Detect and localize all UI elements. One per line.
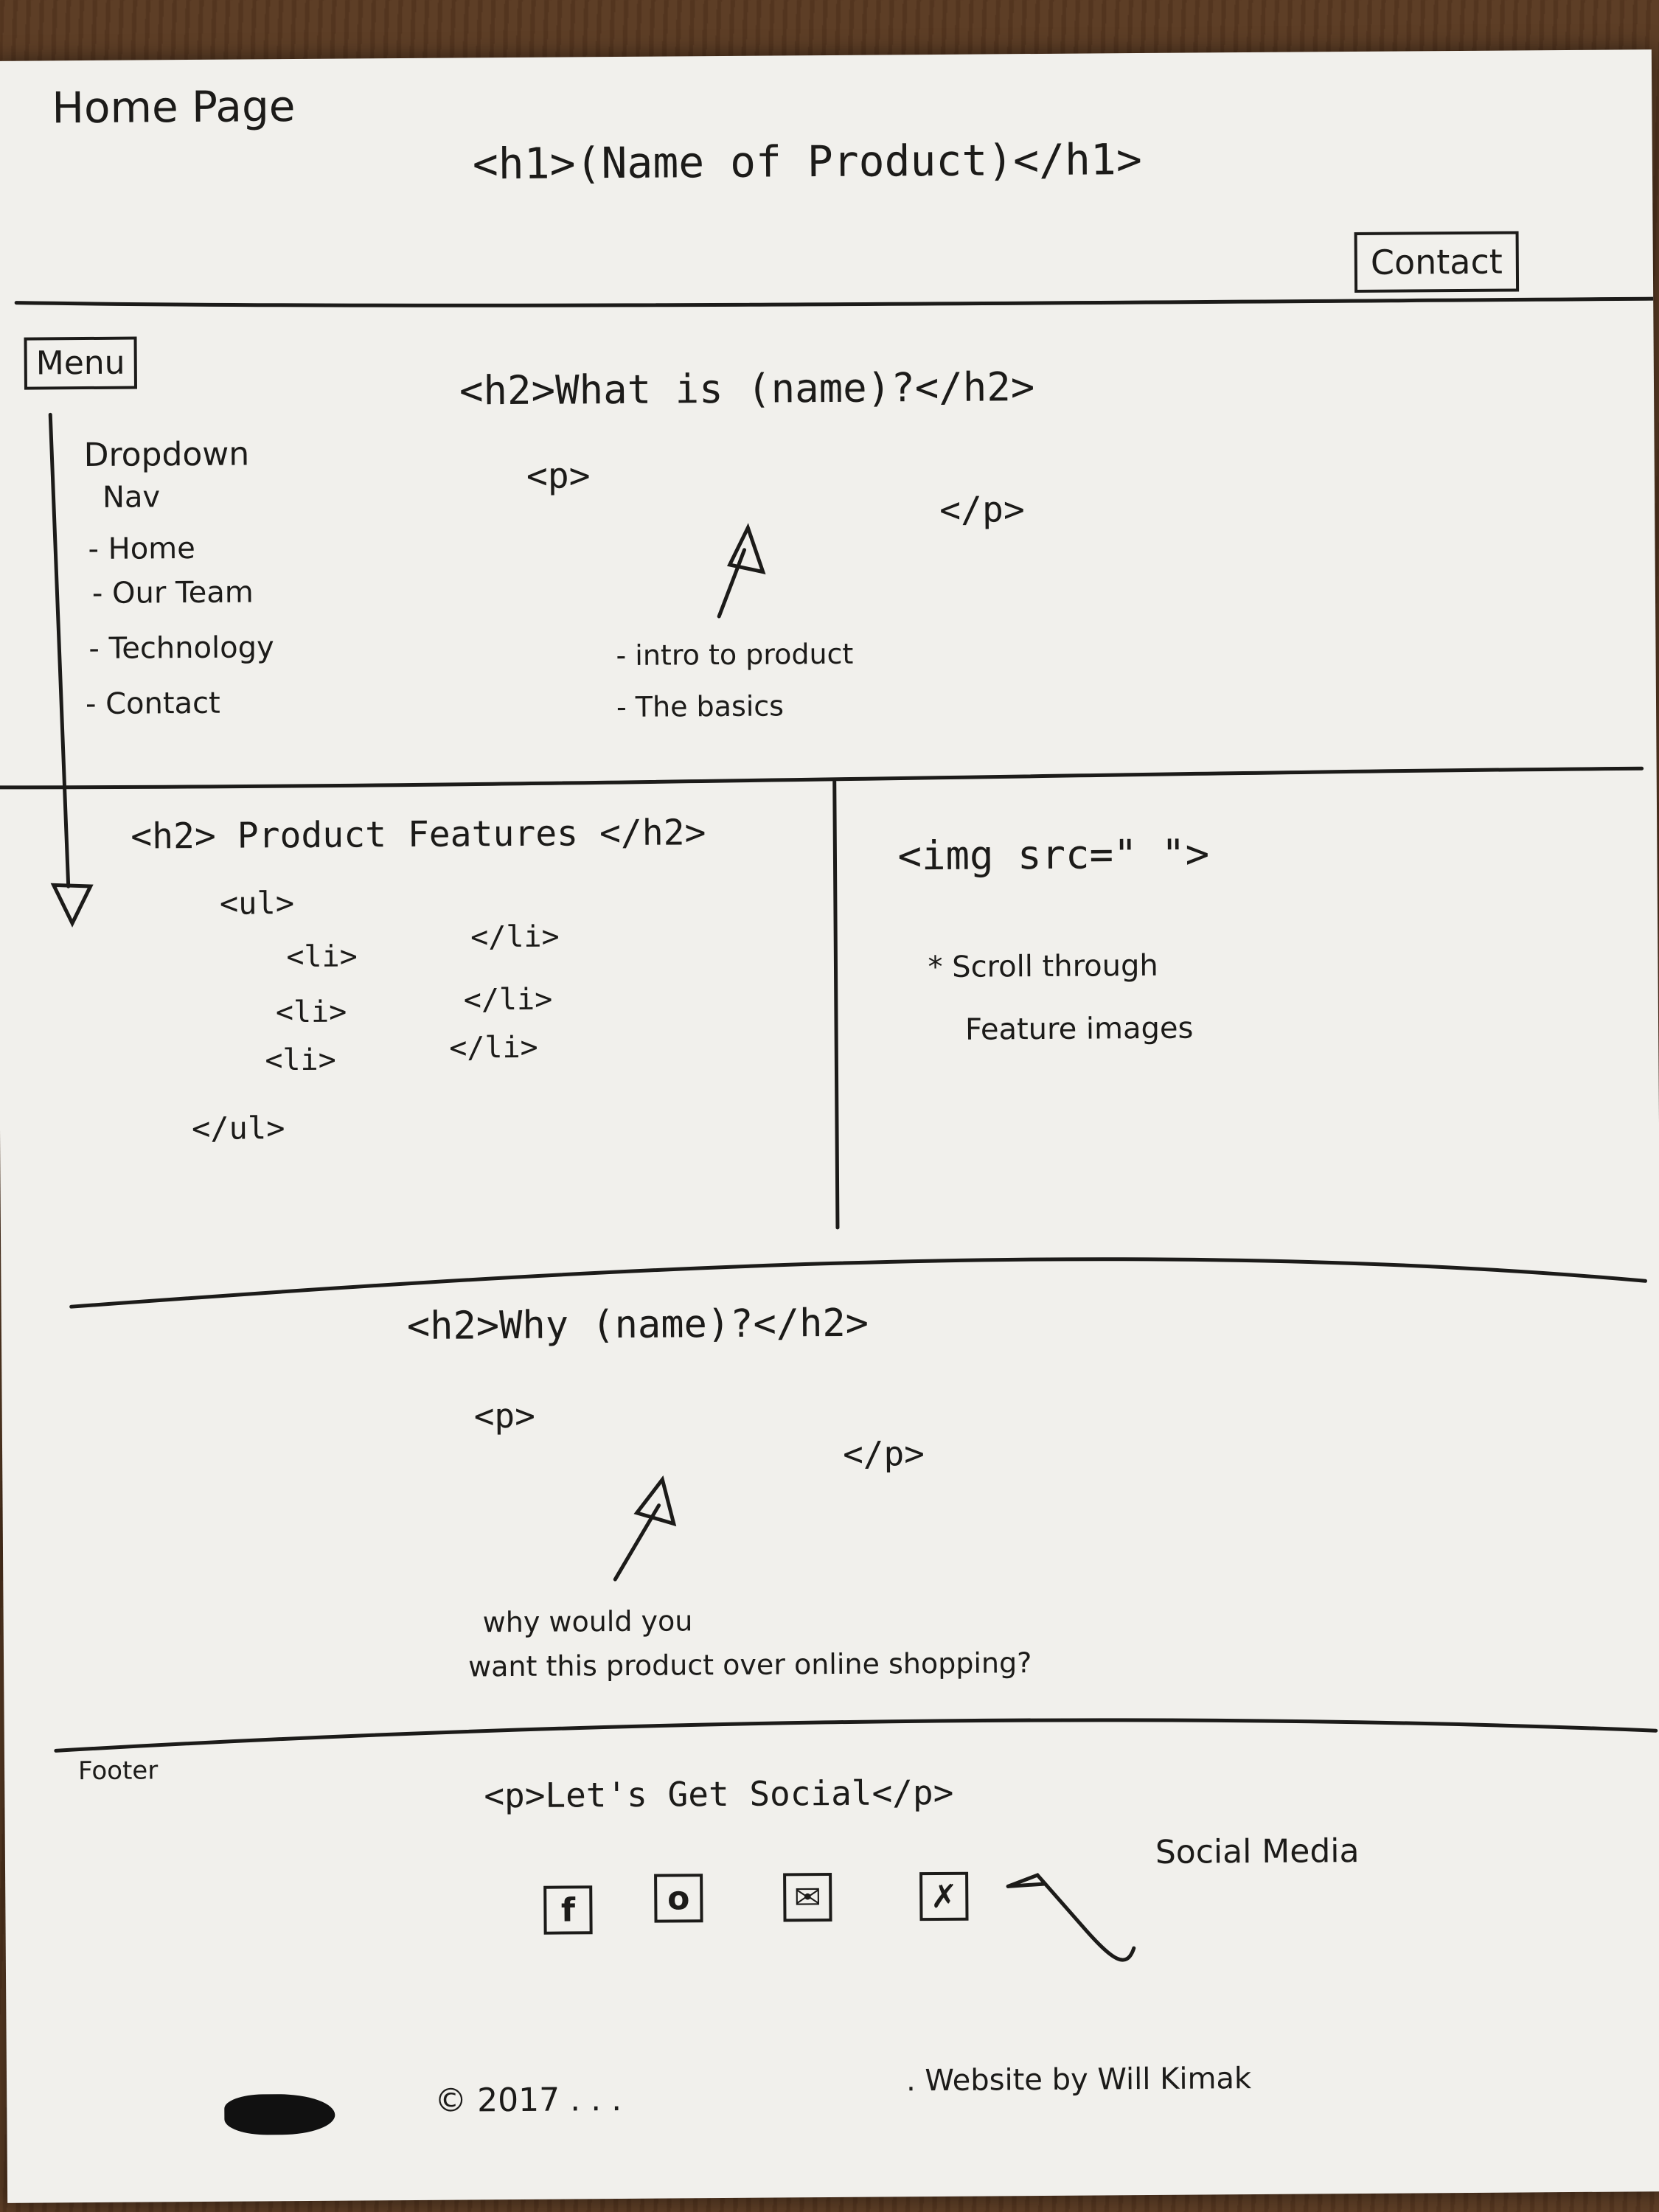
feature-li-close-2: </li> <box>463 982 553 1018</box>
twitter-icon[interactable]: ✗ <box>919 1871 969 1921</box>
menu-arrow-line <box>48 412 71 888</box>
intro-heading: <h2>What is (name)?</h2> <box>459 364 1035 414</box>
email-icon[interactable]: ✉ <box>783 1873 832 1922</box>
menu-item-contact[interactable]: - Contact <box>85 686 220 722</box>
menu-button[interactable]: Menu <box>24 336 137 390</box>
page-title: <h1>(Name of Product)</h1> <box>472 134 1142 189</box>
why-arrow-head <box>633 1475 677 1527</box>
features-ul-close: </ul> <box>191 1110 285 1147</box>
feature-li-open-2: <li> <box>275 995 347 1030</box>
why-note-2: want this product over online shopping? <box>467 1646 1032 1683</box>
why-heading: <h2>Why (name)?</h2> <box>406 1301 869 1349</box>
why-p-close: </p> <box>842 1433 925 1474</box>
features-ul-open: <ul> <box>219 885 295 922</box>
logo-scribble <box>224 2093 335 2135</box>
social-heading: <p>Let's Get Social</p> <box>484 1772 954 1816</box>
menu-arrow-head <box>50 883 94 928</box>
intro-divider <box>0 766 1644 790</box>
copyright: © 2017 . . . <box>434 2081 622 2120</box>
dropdown-title: Dropdown <box>83 435 250 475</box>
intro-note-2: - The basics <box>616 689 785 724</box>
footer-label: Footer <box>77 1756 159 1787</box>
social-arrow <box>1006 1873 1136 1962</box>
instagram-icon[interactable]: o <box>654 1874 703 1923</box>
why-p-open: <p> <box>473 1395 536 1436</box>
why-note-1: why would you <box>482 1604 693 1639</box>
features-heading: <h2> Product Features </h2> <box>131 812 706 858</box>
intro-arrow-line <box>717 548 747 619</box>
feature-li-close-1: </li> <box>470 919 560 955</box>
why-arrow-line <box>613 1503 661 1582</box>
facebook-icon[interactable]: f <box>543 1885 593 1935</box>
intro-note-1: - intro to product <box>616 637 854 672</box>
website-credit: . Website by Will Kimak <box>905 2062 1252 2098</box>
menu-item-technology[interactable]: - Technology <box>88 630 274 666</box>
intro-arrow-head <box>727 523 766 574</box>
feature-li-open-1: <li> <box>286 939 358 975</box>
feature-li-close-3: </li> <box>449 1030 538 1065</box>
feature-li-open-3: <li> <box>265 1043 336 1078</box>
dropdown-subtitle: Nav <box>102 480 161 515</box>
contact-button[interactable]: Contact <box>1354 231 1520 293</box>
intro-p-open: <p> <box>526 455 591 497</box>
image-placeholder: <img src=" "> <box>897 830 1210 880</box>
features-image-divider <box>832 779 840 1230</box>
header-divider <box>14 296 1655 307</box>
sketch-paper: Home Page <h1>(Name of Product)</h1> Con… <box>0 49 1659 2203</box>
image-note-2: Feature images <box>964 1011 1194 1047</box>
social-media-label: Social Media <box>1155 1832 1360 1871</box>
menu-item-our-team[interactable]: - Our Team <box>91 575 254 611</box>
menu-item-home[interactable]: - Home <box>88 531 195 566</box>
image-note-1: * Scroll through <box>928 948 1158 985</box>
footer-divider <box>54 1718 1658 1753</box>
intro-p-close: </p> <box>939 489 1025 531</box>
page-label: Home Page <box>52 81 296 133</box>
features-divider <box>69 1257 1647 1309</box>
